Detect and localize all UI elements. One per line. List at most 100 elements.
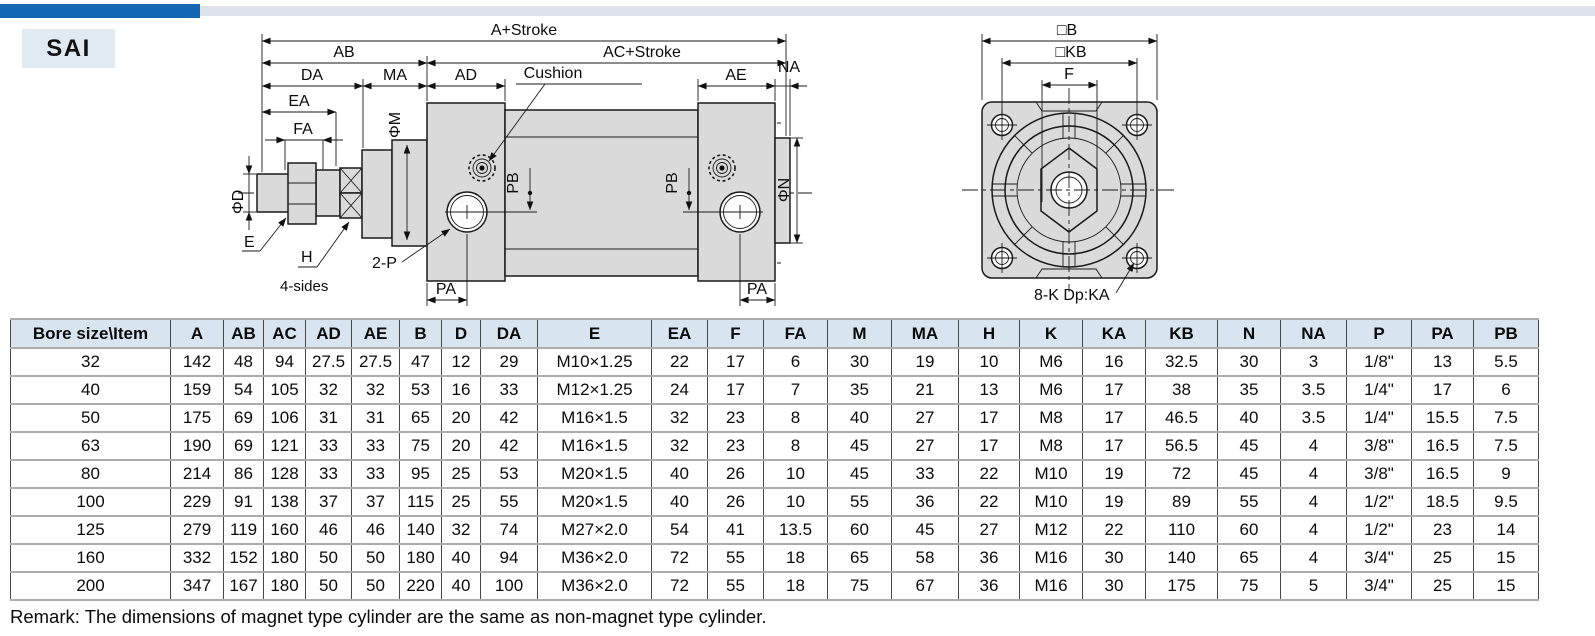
dimension-cell: 65 [827,543,892,573]
dimension-cell: 72 [651,571,708,601]
dim-label-h: H [301,249,313,266]
bore-size-cell: 80 [10,459,171,489]
dimension-cell: M6 [1019,375,1083,405]
dimension-cell: 54 [223,375,264,405]
dimension-cell: 332 [170,543,224,573]
dimension-cell: 33 [305,431,352,461]
dimension-cell: 18 [763,571,828,601]
bolt-note-label: 8-K Dp:KA [1034,287,1110,304]
dimension-cell: 55 [480,487,538,517]
dimension-cell: 27 [891,403,959,433]
dim-label-na: NA [778,59,801,76]
column-header: AC [263,318,306,349]
dimension-cell: 214 [170,459,224,489]
header-accent-bar-light [0,6,1595,16]
dimension-cell: 167 [223,571,264,601]
dim-label-da: DA [301,67,324,84]
dimension-cell: M8 [1019,403,1083,433]
dimension-cell: 30 [827,347,892,377]
dimension-cell: 110 [1145,515,1218,545]
dimension-cell: 17 [707,347,764,377]
dimension-cell: 17 [1082,375,1146,405]
dimension-cell: 14 [1473,515,1539,545]
dimension-cell: 50 [351,543,400,573]
dimension-cell: 50 [305,543,352,573]
dimension-cell: 1/2" [1346,487,1412,517]
dimension-cell: 15 [1473,543,1539,573]
dimension-cell: 25 [1411,571,1474,601]
dimension-cell: 160 [263,515,306,545]
dimension-cell: 18.5 [1411,487,1474,517]
dimension-cell: 21 [891,375,959,405]
dimension-cell: 65 [399,403,442,433]
cushion-screw-front [468,154,496,182]
bore-size-cell: 63 [10,431,171,461]
dimension-cell: 1/2" [1346,515,1412,545]
dimension-cell: 27 [891,431,959,461]
four-sides-label: 4-sides [280,278,328,295]
dim-label-e: E [244,234,255,251]
dimension-cell: 18 [763,543,828,573]
dimension-cell: 35 [827,375,892,405]
dimension-cell: 140 [399,515,442,545]
dim-label-ea: EA [288,93,310,110]
dimension-cell: 3/8" [1346,431,1412,461]
dimension-cell: 94 [263,347,306,377]
dimension-cell: 17 [958,403,1020,433]
dimension-cell: 29 [480,347,538,377]
dimension-cell: 55 [707,571,764,601]
dimension-cell: 9.5 [1473,487,1539,517]
dimension-cell: 45 [827,431,892,461]
column-header: NA [1280,318,1347,349]
dimension-cell: 13 [958,375,1020,405]
dimension-cell: 106 [263,403,306,433]
dimension-cell: M16×1.5 [537,431,652,461]
dimension-cell: 40 [827,403,892,433]
dimension-cell: M20×1.5 [537,487,652,517]
dimension-cell: 55 [707,543,764,573]
dimension-cell: 27.5 [351,347,400,377]
column-header: E [537,318,652,349]
dim-label-pb-rear: PB [664,172,681,193]
dimension-cell: 7.5 [1473,431,1539,461]
dimension-cell: M10 [1019,487,1083,517]
dimension-cell: 5 [1280,571,1347,601]
dim-label-ma: MA [383,67,407,84]
dimension-cell: 279 [170,515,224,545]
dimension-cell: 36 [891,487,959,517]
dim-label-fa: FA [293,121,313,138]
dimension-cell: 220 [399,571,442,601]
column-header: AD [305,318,352,349]
dimension-cell: 1/4" [1346,375,1412,405]
dimension-cell: 180 [399,543,442,573]
bore-size-cell: 125 [10,515,171,545]
dimension-cell: 33 [891,459,959,489]
dimension-cell: 45 [827,459,892,489]
column-header-bore-size: Bore size\Item [10,318,171,349]
dimension-cell: 140 [1145,543,1218,573]
dimension-cell: 74 [480,515,538,545]
dimension-cell: 69 [223,431,264,461]
product-code-badge: SAI [22,29,115,68]
dimension-cell: 138 [263,487,306,517]
dim-label-pb-front: PB [505,172,522,193]
dimension-cell: 36 [958,543,1020,573]
dimension-cell: 30 [1082,543,1146,573]
dim-label-pa-front: PA [436,281,456,298]
bore-size-cell: 160 [10,543,171,573]
dimension-cell: 175 [170,403,224,433]
dimension-cell: 7 [763,375,828,405]
dimension-cell: 4 [1280,459,1347,489]
dimension-cell: 100 [480,571,538,601]
dimension-cell: 50 [351,571,400,601]
column-header: M [827,318,892,349]
dimension-cell: 32 [651,431,708,461]
dimension-cell: 229 [170,487,224,517]
dimension-cell: 19 [1082,487,1146,517]
dimension-cell: 6 [1473,375,1539,405]
dimension-cell: 30 [1217,347,1281,377]
